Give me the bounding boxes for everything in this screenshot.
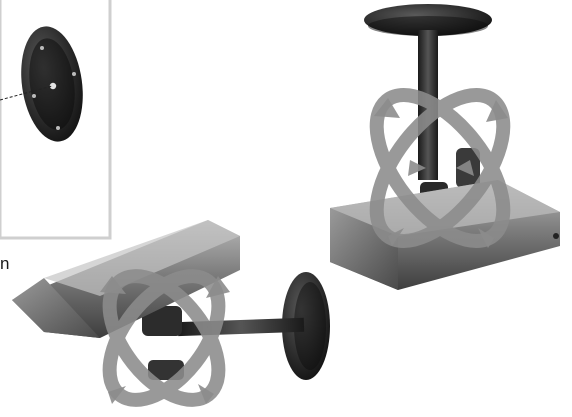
rotation-arrows-icon (369, 88, 511, 248)
wall-camera (12, 220, 330, 407)
caption-text: n (0, 254, 10, 273)
wall-camera-face (12, 278, 100, 338)
inset-frame (0, 0, 112, 240)
ceiling-camera (330, 4, 560, 290)
detail-inset (0, 0, 112, 240)
ceiling-camera-face (330, 208, 398, 290)
leader-line (0, 85, 53, 101)
wall-mount-plate-icon (21, 26, 83, 142)
